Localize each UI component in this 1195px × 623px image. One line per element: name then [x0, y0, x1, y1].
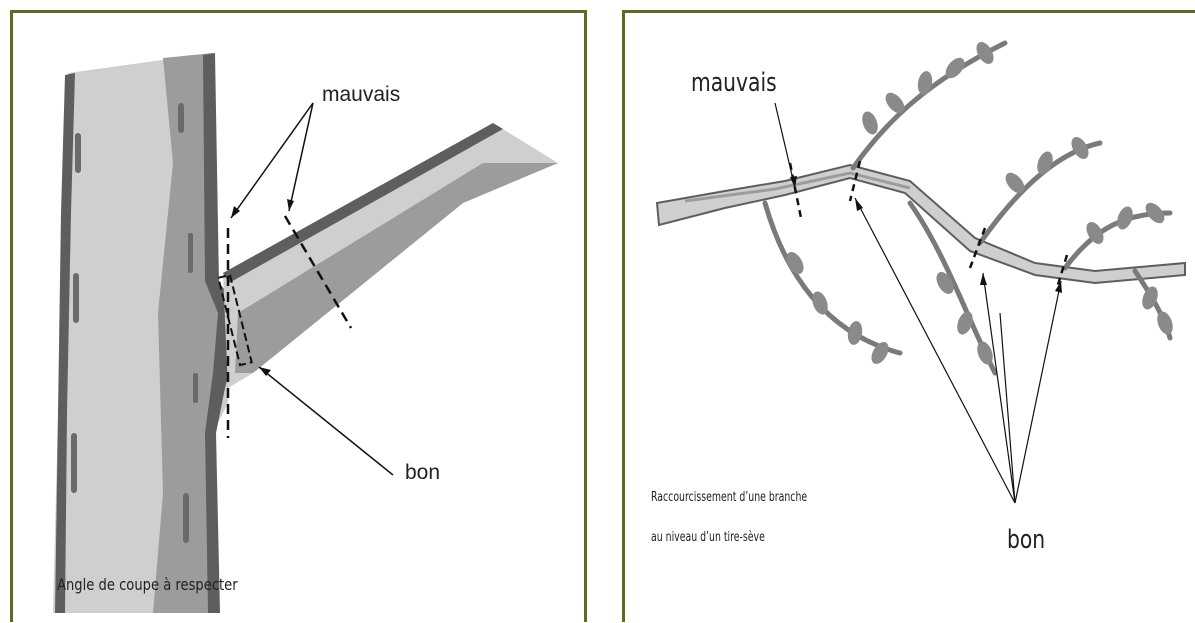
- caption-line-2: au niveau d’un tire-sève: [651, 523, 765, 553]
- right-panel-frame: mauvais bon Raccourcissement d’une branc…: [622, 10, 1195, 622]
- label-bad: mauvais: [322, 83, 400, 107]
- label-good: bon: [1007, 525, 1045, 555]
- caption-line-1: Raccourcissement d’une branche: [651, 483, 807, 513]
- label-good: bon: [405, 461, 440, 485]
- leaves: [783, 39, 1176, 367]
- left-panel-frame: mauvais bon Angle de coupe à respecter: [10, 10, 587, 622]
- trunk-branch-illustration: [13, 13, 584, 623]
- label-bad: mauvais: [691, 68, 777, 98]
- caption: Angle de coupe à respecter: [57, 575, 238, 594]
